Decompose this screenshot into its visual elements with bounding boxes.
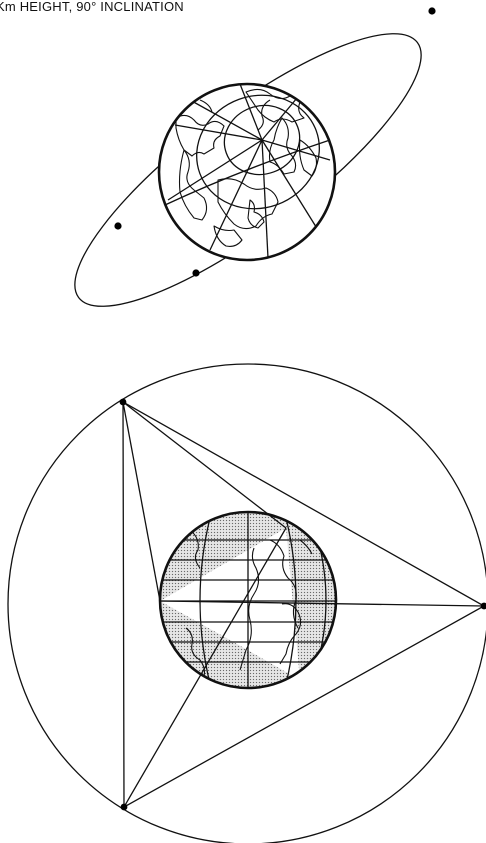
tangent-line-4 [123, 402, 286, 528]
satellite-bottom-3 [121, 804, 128, 811]
satellite-top-3 [192, 269, 199, 276]
satellite-top-2 [114, 222, 121, 229]
earth-globe-top [159, 78, 335, 260]
satellite-bottom-1 [120, 399, 127, 406]
satellite-bottom-2 [481, 603, 486, 610]
satellite-top-1 [428, 7, 435, 14]
top-figure [43, 0, 454, 346]
tangent-line-1 [123, 402, 160, 601]
bottom-figure [8, 364, 486, 843]
